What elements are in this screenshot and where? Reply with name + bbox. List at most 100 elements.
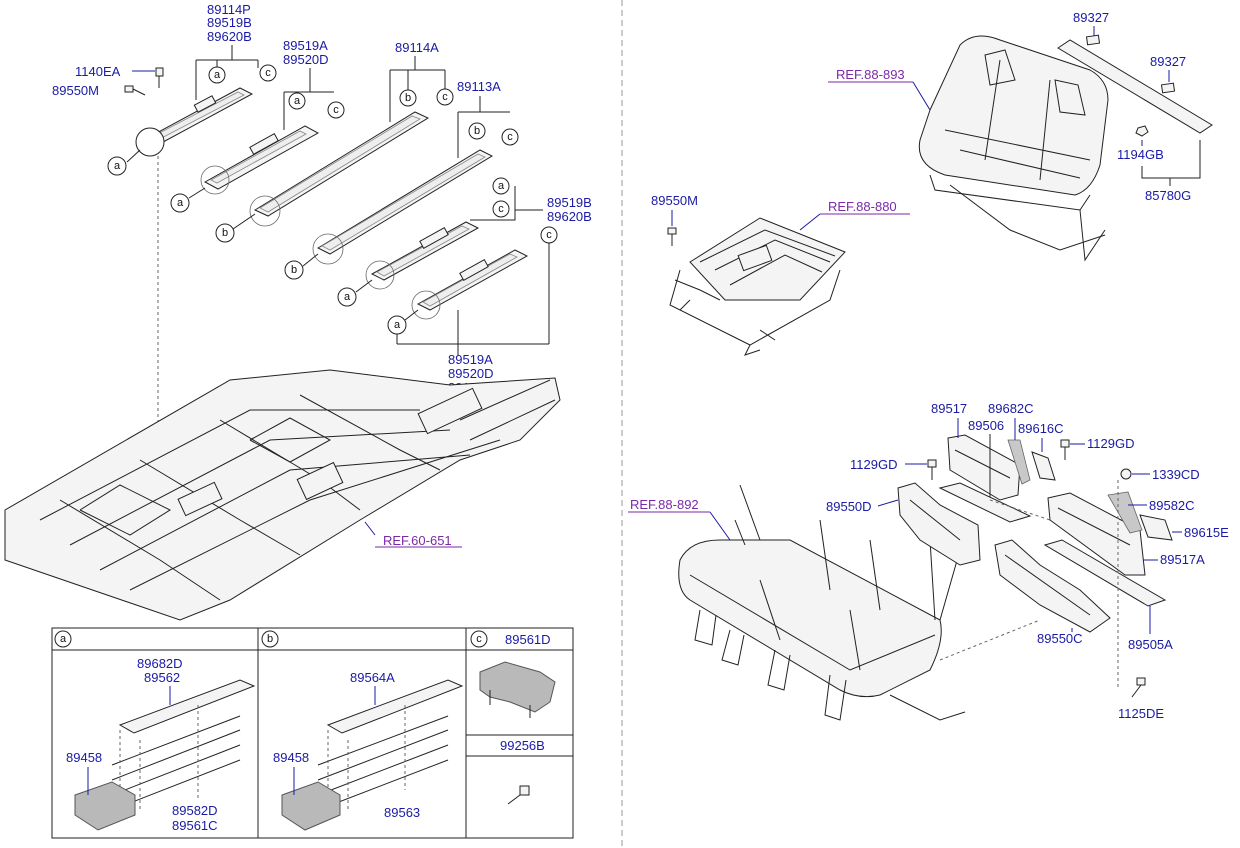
detail-b-drawing <box>281 679 464 831</box>
highlight-circle-4 <box>312 233 344 265</box>
bolt-89550m-seat-part[interactable] <box>667 227 677 246</box>
part-89506[interactable]: 89506 <box>968 418 1004 433</box>
rail-right-pair-upper[interactable] <box>370 221 480 281</box>
callout-c-6 <box>540 226 558 244</box>
part-89519a-top[interactable]: 89519A <box>283 38 328 53</box>
part-89114p[interactable]: 89114P <box>207 2 251 17</box>
part-89550m-seat[interactable]: 89550M <box>651 193 698 208</box>
highlight-circle-3 <box>249 195 281 227</box>
bracket-89550d-part[interactable] <box>897 482 981 566</box>
svg-text:b: b <box>222 227 228 239</box>
part-89520d-bottom[interactable]: 89520D <box>448 366 494 381</box>
part-89519b-right[interactable]: 89519B <box>547 195 592 210</box>
nut-1339cd-part[interactable] <box>1120 468 1132 480</box>
seat-upper-drawing <box>918 35 1109 262</box>
svg-text:a: a <box>214 69 221 81</box>
bench-seat-drawing <box>678 484 966 721</box>
svg-text:b: b <box>291 264 297 276</box>
part-89458-b[interactable]: 89458 <box>273 750 309 765</box>
svg-text:a: a <box>394 319 401 331</box>
detail-a-drawing <box>74 679 256 831</box>
part-89519a-bottom[interactable]: 89519A <box>448 352 493 367</box>
plate-center-lower <box>1043 539 1167 607</box>
part-89327-mid[interactable]: 89327 <box>1150 54 1186 69</box>
part-89582c[interactable]: 89582C <box>1149 498 1195 513</box>
trim-panel-85780g[interactable] <box>1057 34 1213 134</box>
callout-b-3 <box>468 122 486 140</box>
svg-text:a: a <box>498 180 505 192</box>
cover-89582c-part[interactable] <box>1107 491 1143 534</box>
detail-c-header: c <box>476 633 482 645</box>
part-89563[interactable]: 89563 <box>384 805 420 820</box>
ref-88-880[interactable]: REF.88-880 <box>828 199 897 214</box>
svg-text:b: b <box>474 125 480 137</box>
svg-text:a: a <box>294 95 301 107</box>
rail-long-89113a[interactable] <box>316 149 494 255</box>
part-89564a[interactable]: 89564A <box>350 670 395 685</box>
highlight-circle <box>135 127 165 157</box>
rail-bottom-group[interactable] <box>416 249 529 311</box>
callout-b-1 <box>399 89 417 107</box>
part-89327-top[interactable]: 89327 <box>1073 10 1109 25</box>
rail-second-a[interactable] <box>203 125 320 190</box>
svg-text:c: c <box>498 203 504 215</box>
part-89520d-top[interactable]: 89520D <box>283 52 329 67</box>
bolt-1129gd-right-part[interactable] <box>1060 439 1070 460</box>
part-1140ea[interactable]: 1140EA <box>75 64 121 79</box>
ref-88-892[interactable]: REF.88-892 <box>630 497 699 512</box>
part-1129gd-left[interactable]: 1129GD <box>850 457 897 472</box>
cover-89682c-part[interactable] <box>1007 439 1031 485</box>
part-89562[interactable]: 89562 <box>144 670 180 685</box>
floor-panel-drawing <box>4 369 561 621</box>
part-89682d[interactable]: 89682D <box>137 656 183 671</box>
part-1129gd-right[interactable]: 1129GD <box>1087 436 1134 451</box>
part-1339cd[interactable]: 1339CD <box>1152 467 1200 482</box>
rail-long-89114a[interactable] <box>253 111 430 217</box>
part-89550c[interactable]: 89550C <box>1037 631 1083 646</box>
rail-top-a[interactable] <box>138 87 254 149</box>
part-89519b-top[interactable]: 89519B <box>207 15 252 30</box>
part-1194gb[interactable]: 1194GB <box>1117 147 1164 162</box>
part-89517a[interactable]: 89517A <box>1160 552 1205 567</box>
part-1125de[interactable]: 1125DE <box>1118 706 1164 721</box>
part-89615e[interactable]: 89615E <box>1184 525 1229 540</box>
bolt-1125de-part[interactable] <box>1131 677 1146 698</box>
ref-60-651[interactable]: REF.60-651 <box>383 533 452 548</box>
part-89517[interactable]: 89517 <box>931 401 967 416</box>
highlight-circle-2 <box>200 165 230 195</box>
cover-89616c-part[interactable] <box>1031 451 1056 481</box>
callout-a-6 <box>337 287 357 307</box>
part-89114a[interactable]: 89114A <box>395 40 439 55</box>
part-89616c[interactable]: 89616C <box>1018 421 1064 436</box>
seat-frame-drawing <box>669 217 846 356</box>
part-89550d[interactable]: 89550D <box>826 499 872 514</box>
ref-88-893[interactable]: REF.88-893 <box>836 67 905 82</box>
screw-99256b-drawing <box>507 785 530 805</box>
svg-text:c: c <box>546 229 552 241</box>
part-89620b-top[interactable]: 89620B <box>207 29 252 44</box>
part-85780g[interactable]: 85780G <box>1145 188 1191 203</box>
part-89505a[interactable]: 89505A <box>1128 637 1173 652</box>
part-89550m-left[interactable]: 89550M <box>52 83 99 98</box>
bolt-1140ea-part[interactable] <box>155 67 164 88</box>
part-89561d[interactable]: 89561D <box>505 632 551 647</box>
callout-a-3 <box>288 92 306 110</box>
bracket-89550c-part[interactable] <box>994 539 1111 633</box>
part-89620b-right[interactable]: 89620B <box>547 209 592 224</box>
clip-89561d-drawing <box>479 661 556 718</box>
part-89561c[interactable]: 89561C <box>172 818 218 833</box>
nut-1194gb-part[interactable] <box>1135 125 1149 137</box>
part-99256b[interactable]: 99256B <box>500 738 545 753</box>
detail-table <box>51 627 574 839</box>
cover-89615e-part[interactable] <box>1139 514 1173 541</box>
part-89682c[interactable]: 89682C <box>988 401 1034 416</box>
part-89582d[interactable]: 89582D <box>172 803 218 818</box>
part-89113a[interactable]: 89113A <box>457 79 501 94</box>
bracket-89517-part[interactable] <box>947 434 1021 501</box>
bolt-1129gd-left-part[interactable] <box>927 459 937 480</box>
bracket-89517a-part[interactable] <box>1047 492 1146 576</box>
bolt-89550m-left-part[interactable] <box>124 85 146 96</box>
callout-a-2 <box>107 156 127 176</box>
part-89458-a[interactable]: 89458 <box>66 750 102 765</box>
